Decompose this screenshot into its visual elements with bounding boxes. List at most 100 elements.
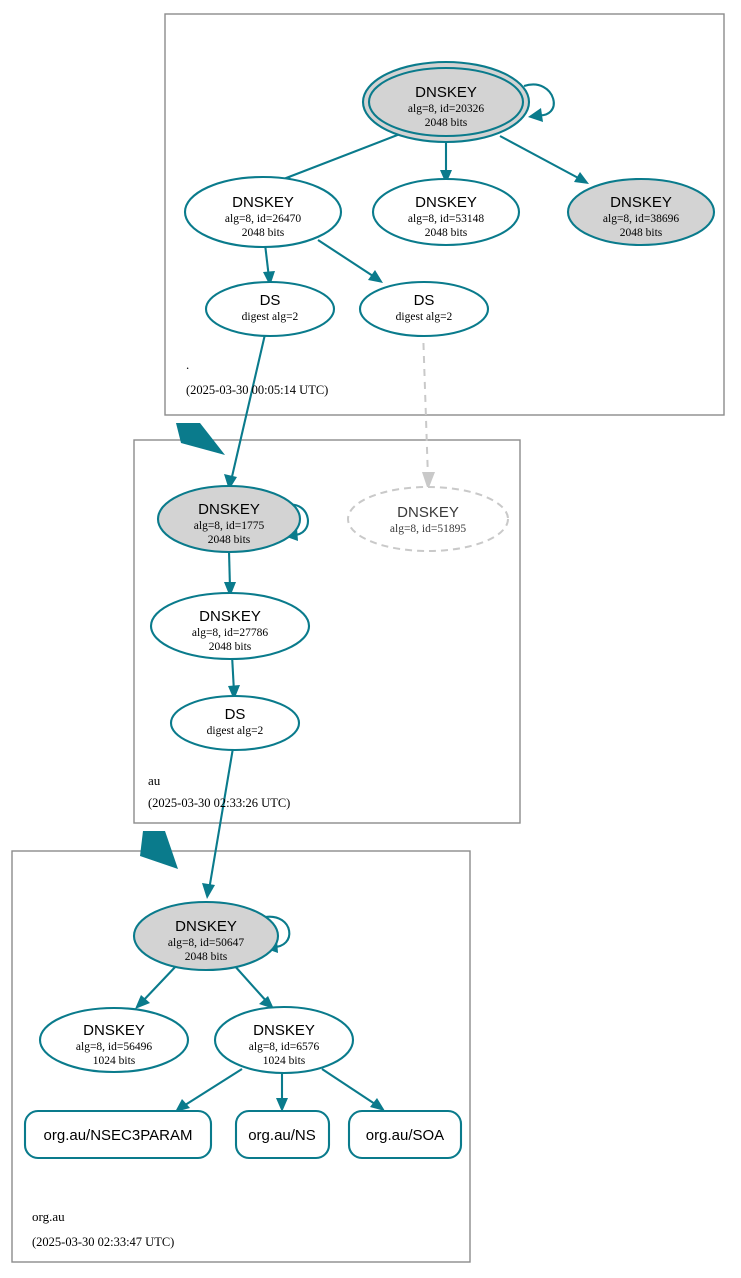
node-shape-soa [347, 1109, 463, 1160]
node-rrset-soa[interactable]: org.au/SOA [347, 1109, 463, 1160]
arrowhead-selfsign-20326 [528, 108, 543, 122]
node-line3-20326: 2048 bits [425, 117, 468, 129]
node-title-6576: DNSKEY [253, 1022, 315, 1039]
edge-20326-to-38696 [499, 135, 583, 181]
node-line2-1775: alg=8, id=1775 [194, 520, 265, 532]
node-title-53148: DNSKEY [415, 194, 477, 211]
node-line3-26470: 2048 bits [242, 227, 285, 239]
node-line2-ds-b: digest alg=2 [396, 311, 453, 323]
edge-selfsign-20326 [523, 83, 555, 117]
node-line3-53148: 2048 bits [425, 227, 468, 239]
arrowhead-6576-nsec3param [175, 1099, 190, 1112]
node-title-51895: DNSKEY [397, 504, 459, 521]
node-dnskey-27786[interactable]: DNSKEY alg=8, id=27786 2048 bits [149, 591, 311, 661]
arrowhead-50647-56496 [135, 995, 150, 1009]
node-title-50647: DNSKEY [175, 918, 237, 935]
node-line2-6576: alg=8, id=6576 [249, 1041, 320, 1053]
edge-50647-to-6576 [232, 963, 269, 1004]
node-ds-au[interactable]: DS digest alg=2 [169, 694, 301, 752]
node-line2-ds-au: digest alg=2 [207, 725, 264, 737]
node-line2-27786: alg=8, id=27786 [192, 627, 268, 639]
node-shape-50647 [132, 900, 280, 972]
arrowhead-50647-6576 [259, 996, 274, 1009]
node-line3-50647: 2048 bits [185, 951, 228, 963]
node-shape-6576 [213, 1005, 355, 1075]
node-shape-ds-a [204, 280, 336, 338]
node-title-ds-a: DS [260, 292, 281, 309]
edge-ds-a-to-au-1775 [229, 329, 268, 482]
node-shape-38696 [566, 177, 716, 247]
node-ds-root-a[interactable]: DS digest alg=2 [204, 280, 336, 338]
arrowhead-ds-a-au1775 [224, 474, 237, 490]
zone-transition-arrow-au-orgau [140, 831, 178, 869]
node-line2-51895: alg=8, id=51895 [390, 523, 466, 535]
edge-20326-to-26470 [280, 133, 401, 181]
node-title-20326: DNSKEY [415, 84, 477, 101]
node-title-ds-au: DS [225, 706, 246, 723]
edge-ds-b-to-ghost-51895 [422, 329, 429, 479]
node-dnskey-20326[interactable]: DNSKEY alg=8, id=20326 2048 bits [361, 60, 531, 144]
arrowhead-20326-38696 [574, 172, 589, 184]
arrowhead-26470-ds-b [368, 270, 383, 283]
node-shape-26470 [183, 175, 343, 249]
arrowhead-26470-ds-a [263, 271, 275, 286]
node-dnskey-38696[interactable]: DNSKEY alg=8, id=38696 2048 bits [566, 177, 716, 247]
node-line3-38696: 2048 bits [620, 227, 663, 239]
node-shape-27786 [149, 591, 311, 661]
node-line2-26470: alg=8, id=26470 [225, 213, 301, 225]
node-ds-root-b[interactable]: DS digest alg=2 [358, 280, 490, 338]
node-rrset-nsec3param[interactable]: org.au/NSEC3PARAM [23, 1109, 213, 1160]
node-label-nsec3param: org.au/NSEC3PARAM [44, 1127, 193, 1144]
node-line2-38696: alg=8, id=38696 [603, 213, 679, 225]
node-shape-51895 [347, 486, 509, 552]
node-title-56496: DNSKEY [83, 1022, 145, 1039]
node-line3-1775: 2048 bits [208, 534, 251, 546]
node-line2-20326: alg=8, id=20326 [408, 103, 484, 115]
node-title-ds-b: DS [414, 292, 435, 309]
arrowhead-ds-b-ghost [422, 472, 435, 490]
node-title-38696: DNSKEY [610, 194, 672, 211]
arrowhead-6576-soa [370, 1098, 385, 1111]
edge-6576-to-soa [321, 1068, 379, 1107]
edge-ds-au-to-orgau-50647 [207, 747, 235, 891]
node-shape-ds-b [358, 280, 490, 338]
node-label-soa: org.au/SOA [366, 1127, 444, 1144]
edge-6576-to-nsec3param [181, 1068, 243, 1108]
node-dnskey-56496[interactable]: DNSKEY alg=8, id=56496 1024 bits [38, 1006, 190, 1074]
node-shape-53148 [371, 177, 521, 247]
node-dnskey-6576[interactable]: DNSKEY alg=8, id=6576 1024 bits [213, 1005, 355, 1075]
zone-label-au: au [148, 773, 161, 788]
edge-1775-to-27786 [227, 550, 232, 589]
node-line2-56496: alg=8, id=56496 [76, 1041, 152, 1053]
node-shape-56496 [38, 1006, 190, 1074]
node-title-26470: DNSKEY [232, 194, 294, 211]
node-dnskey-53148[interactable]: DNSKEY alg=8, id=53148 2048 bits [371, 177, 521, 247]
node-shape-inner-20326 [367, 66, 525, 138]
arrowhead-27786-ds-au [228, 685, 240, 700]
node-dnskey-51895-ghost[interactable]: DNSKEY alg=8, id=51895 [347, 486, 509, 552]
zone-label-root: . [186, 357, 189, 372]
arrowhead-dsau-50647 [202, 883, 215, 899]
zone-label-orgau: org.au [32, 1209, 65, 1224]
node-dnskey-1775[interactable]: DNSKEY alg=8, id=1775 2048 bits [156, 484, 302, 554]
node-line2-50647: alg=8, id=50647 [168, 937, 244, 949]
node-line3-27786: 2048 bits [209, 641, 252, 653]
arrowhead-1775-27786 [224, 582, 236, 597]
arrowhead-20326-53148 [440, 170, 452, 184]
node-dnskey-50647[interactable]: DNSKEY alg=8, id=50647 2048 bits [132, 900, 280, 972]
node-shape-ds-au [169, 694, 301, 752]
zone-timestamp-orgau: (2025-03-30 02:33:47 UTC) [32, 1235, 174, 1249]
node-label-ns: org.au/NS [248, 1127, 316, 1144]
node-rrset-ns[interactable]: org.au/NS [234, 1109, 331, 1160]
zone-timestamp-au: (2025-03-30 02:33:26 UTC) [148, 796, 290, 810]
edge-26470-to-ds-b [317, 239, 377, 279]
zone-timestamp-root: (2025-03-30 00:05:14 UTC) [186, 383, 328, 397]
arrowhead-6576-ns [276, 1098, 288, 1112]
node-title-1775: DNSKEY [198, 501, 260, 518]
node-dnskey-26470[interactable]: DNSKEY alg=8, id=26470 2048 bits [183, 175, 343, 249]
node-shape-ns [234, 1109, 331, 1160]
node-shape-nsec3param [23, 1109, 213, 1160]
node-title-27786: DNSKEY [199, 608, 261, 625]
